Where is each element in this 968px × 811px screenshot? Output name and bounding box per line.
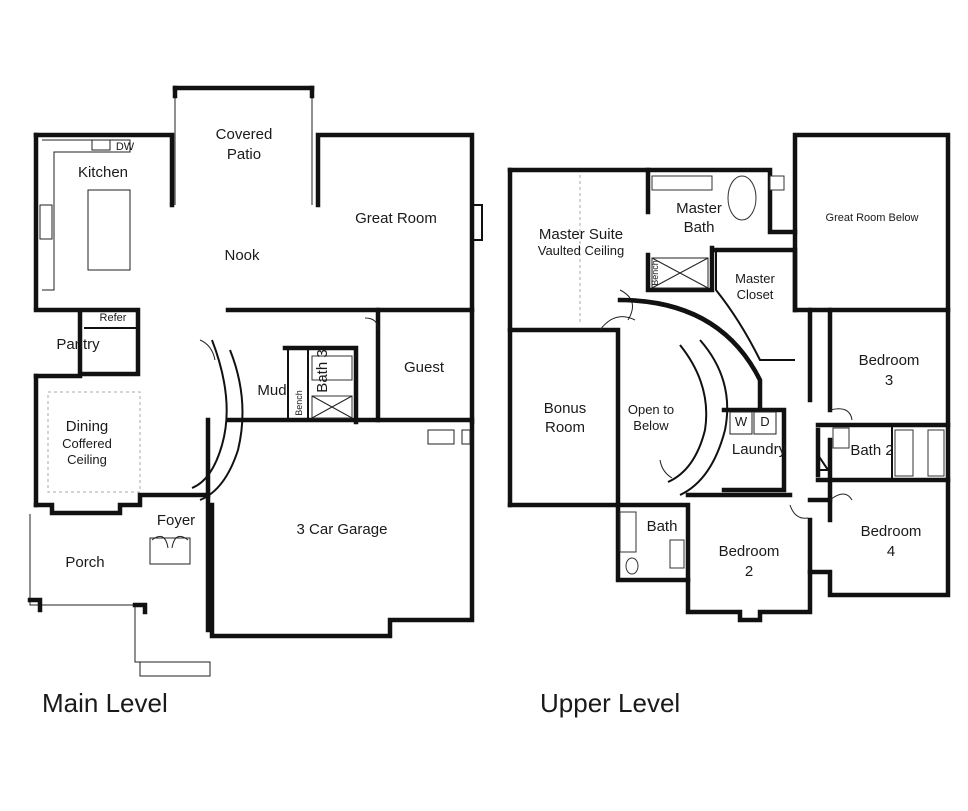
master-bath-label-line1: Master: [676, 200, 722, 217]
refer-label: Refer: [99, 312, 127, 324]
bedroom2-label-line2: 2: [744, 563, 754, 580]
upper-level-title: Upper Level: [540, 688, 681, 718]
laundry-label: Laundry: [731, 441, 787, 458]
bedroom4-label-line2: 4: [886, 543, 896, 560]
mud-label: Mud: [257, 382, 287, 399]
bath3-label: Bath 3: [314, 349, 331, 393]
bath-label: Bath: [646, 518, 678, 535]
dining-coffered-line1: Coffered: [62, 436, 112, 451]
master-bath-label-line2: Bath: [683, 219, 715, 236]
vaulted-ceiling-label: Vaulted Ceiling: [537, 243, 625, 258]
mud-bench-label: Bench: [294, 390, 304, 416]
pantry-label: Pantry: [56, 336, 100, 353]
nook-label: Nook: [224, 247, 260, 264]
covered-patio-label-line2: Patio: [226, 146, 262, 163]
covered-patio-label-line1: Covered: [215, 126, 273, 143]
open-below-label-line1: Open to: [627, 402, 675, 417]
guest-label: Guest: [403, 359, 445, 376]
bedroom3-label-line1: Bedroom: [858, 352, 920, 369]
master-bench-label: Bench: [650, 260, 660, 286]
bedroom4-label-line1: Bedroom: [860, 523, 922, 540]
master-suite-label: Master Suite: [538, 226, 624, 243]
dishwasher-label: DW: [115, 141, 135, 153]
bath2-label: Bath 2: [850, 442, 894, 459]
foyer-label: Foyer: [156, 512, 196, 529]
great-room-below-label: Great Room Below: [825, 212, 919, 224]
washer-label: W: [734, 414, 748, 429]
main-level-title: Main Level: [42, 688, 168, 718]
open-below-label-line2: Below: [633, 418, 669, 433]
main-level-walls: [27, 85, 483, 677]
dining-label: Dining: [65, 418, 109, 435]
dryer-label: D: [760, 414, 770, 429]
bedroom2-label-line1: Bedroom: [718, 543, 780, 560]
master-closet-label-line1: Master: [735, 271, 775, 286]
dining-coffered-line2: Ceiling: [67, 452, 107, 467]
great-room-label: Great Room: [355, 210, 437, 227]
bedroom3-label-line2: 3: [884, 372, 894, 389]
garage-label: 3 Car Garage: [296, 521, 388, 538]
bonus-room-label-line2: Room: [544, 419, 585, 436]
porch-label: Porch: [65, 554, 105, 571]
master-closet-label-line2: Closet: [736, 287, 774, 302]
bonus-room-label-line1: Bonus: [543, 400, 587, 417]
upper-level-walls: [507, 132, 951, 623]
kitchen-label: Kitchen: [77, 164, 129, 181]
